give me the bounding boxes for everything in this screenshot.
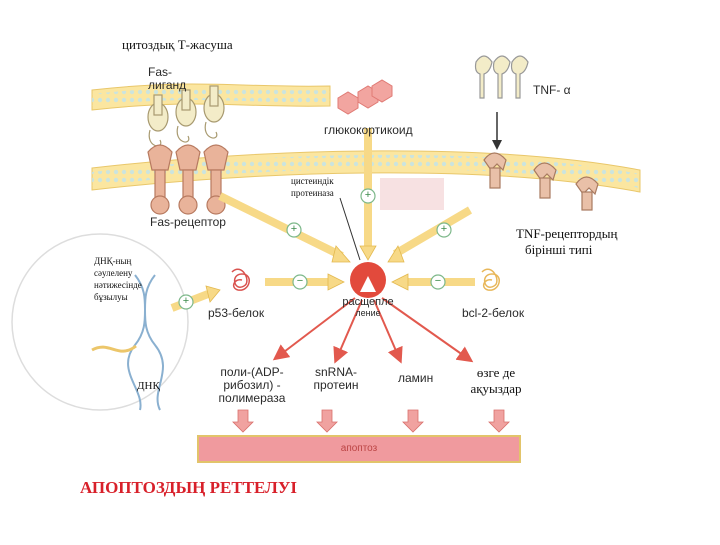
substrate-arrows — [272, 297, 474, 364]
dna-damage-label-line4: бұзылуы — [94, 292, 128, 302]
dna-damage-label-line1: ДНҚ-ның — [94, 256, 132, 266]
cleavage-label-line1: расщепле — [342, 296, 394, 308]
fas-ligand-label-line2: лиганд — [148, 78, 187, 92]
tnf-alpha-label: TNF- α — [533, 83, 571, 97]
p53-label: p53-белок — [208, 306, 265, 320]
dna-damage-label-line3: нәтижесінде — [94, 280, 142, 290]
page-title: АПОПТОЗДЫҢ РЕТТЕЛУІ — [80, 478, 297, 497]
cleavage-label-line2: ление — [355, 308, 381, 318]
tnf-receptors — [483, 152, 599, 211]
glucocorticoid-label: глюкокортикоид — [324, 123, 413, 137]
plus-sign-dna: + — [182, 295, 190, 307]
parp-label-line3: полимераза — [218, 391, 286, 405]
tnf-alpha-ligands — [474, 55, 529, 99]
fas-receptor-label: Fas-рецептор — [150, 215, 226, 229]
fas-ligand-group — [147, 85, 225, 147]
apoptosis-bar — [197, 435, 521, 463]
minus-sign-p53: − — [296, 275, 304, 287]
p53-tangle — [231, 268, 250, 291]
snrna-label-line2: протеин — [313, 378, 359, 392]
down-arrows — [232, 409, 510, 433]
sign-circles — [178, 188, 452, 310]
dna-damage-label-line2: сәулелену — [94, 268, 133, 278]
plus-sign-protease: + — [364, 189, 372, 201]
other-proteins-label-line1: өзге де — [476, 365, 516, 380]
fas-ligand-label-line1: Fas- — [148, 65, 172, 79]
pink-box — [380, 178, 444, 210]
nucleus-circle — [11, 233, 189, 411]
tnf-receptor-label-line2: бірінші типі — [525, 242, 593, 257]
parp-label-line2: рибозил) - — [223, 378, 281, 392]
dna-label: ДНҚ — [137, 380, 160, 392]
other-proteins-label-line2: ақуыздар — [470, 381, 522, 396]
plus-sign-fas: + — [290, 223, 298, 235]
bcl2-label: bcl-2-белок — [462, 306, 525, 320]
lamin-label: ламин — [398, 371, 434, 385]
parp-label-line1: поли-(ADP- — [220, 365, 284, 379]
apoptosis-label: апоптоз — [340, 443, 378, 454]
minus-sign-bcl2: − — [434, 275, 442, 287]
bcl2-tangle — [481, 268, 500, 291]
cysteine-protease-label-line1: цистеиндік — [291, 176, 334, 186]
cytotoxic-t-cell-label: цитоздық Т-жасуша — [122, 37, 233, 52]
tnf-receptor-label-line1: TNF-рецептордың — [516, 226, 618, 241]
glucocorticoid-molecule — [337, 79, 393, 115]
snrna-label-line1: snRNA- — [314, 365, 357, 379]
plus-sign-tnf: + — [440, 223, 448, 235]
cysteine-protease-label-line2: протеиназа — [291, 188, 334, 198]
fas-receptor-group — [147, 144, 229, 215]
